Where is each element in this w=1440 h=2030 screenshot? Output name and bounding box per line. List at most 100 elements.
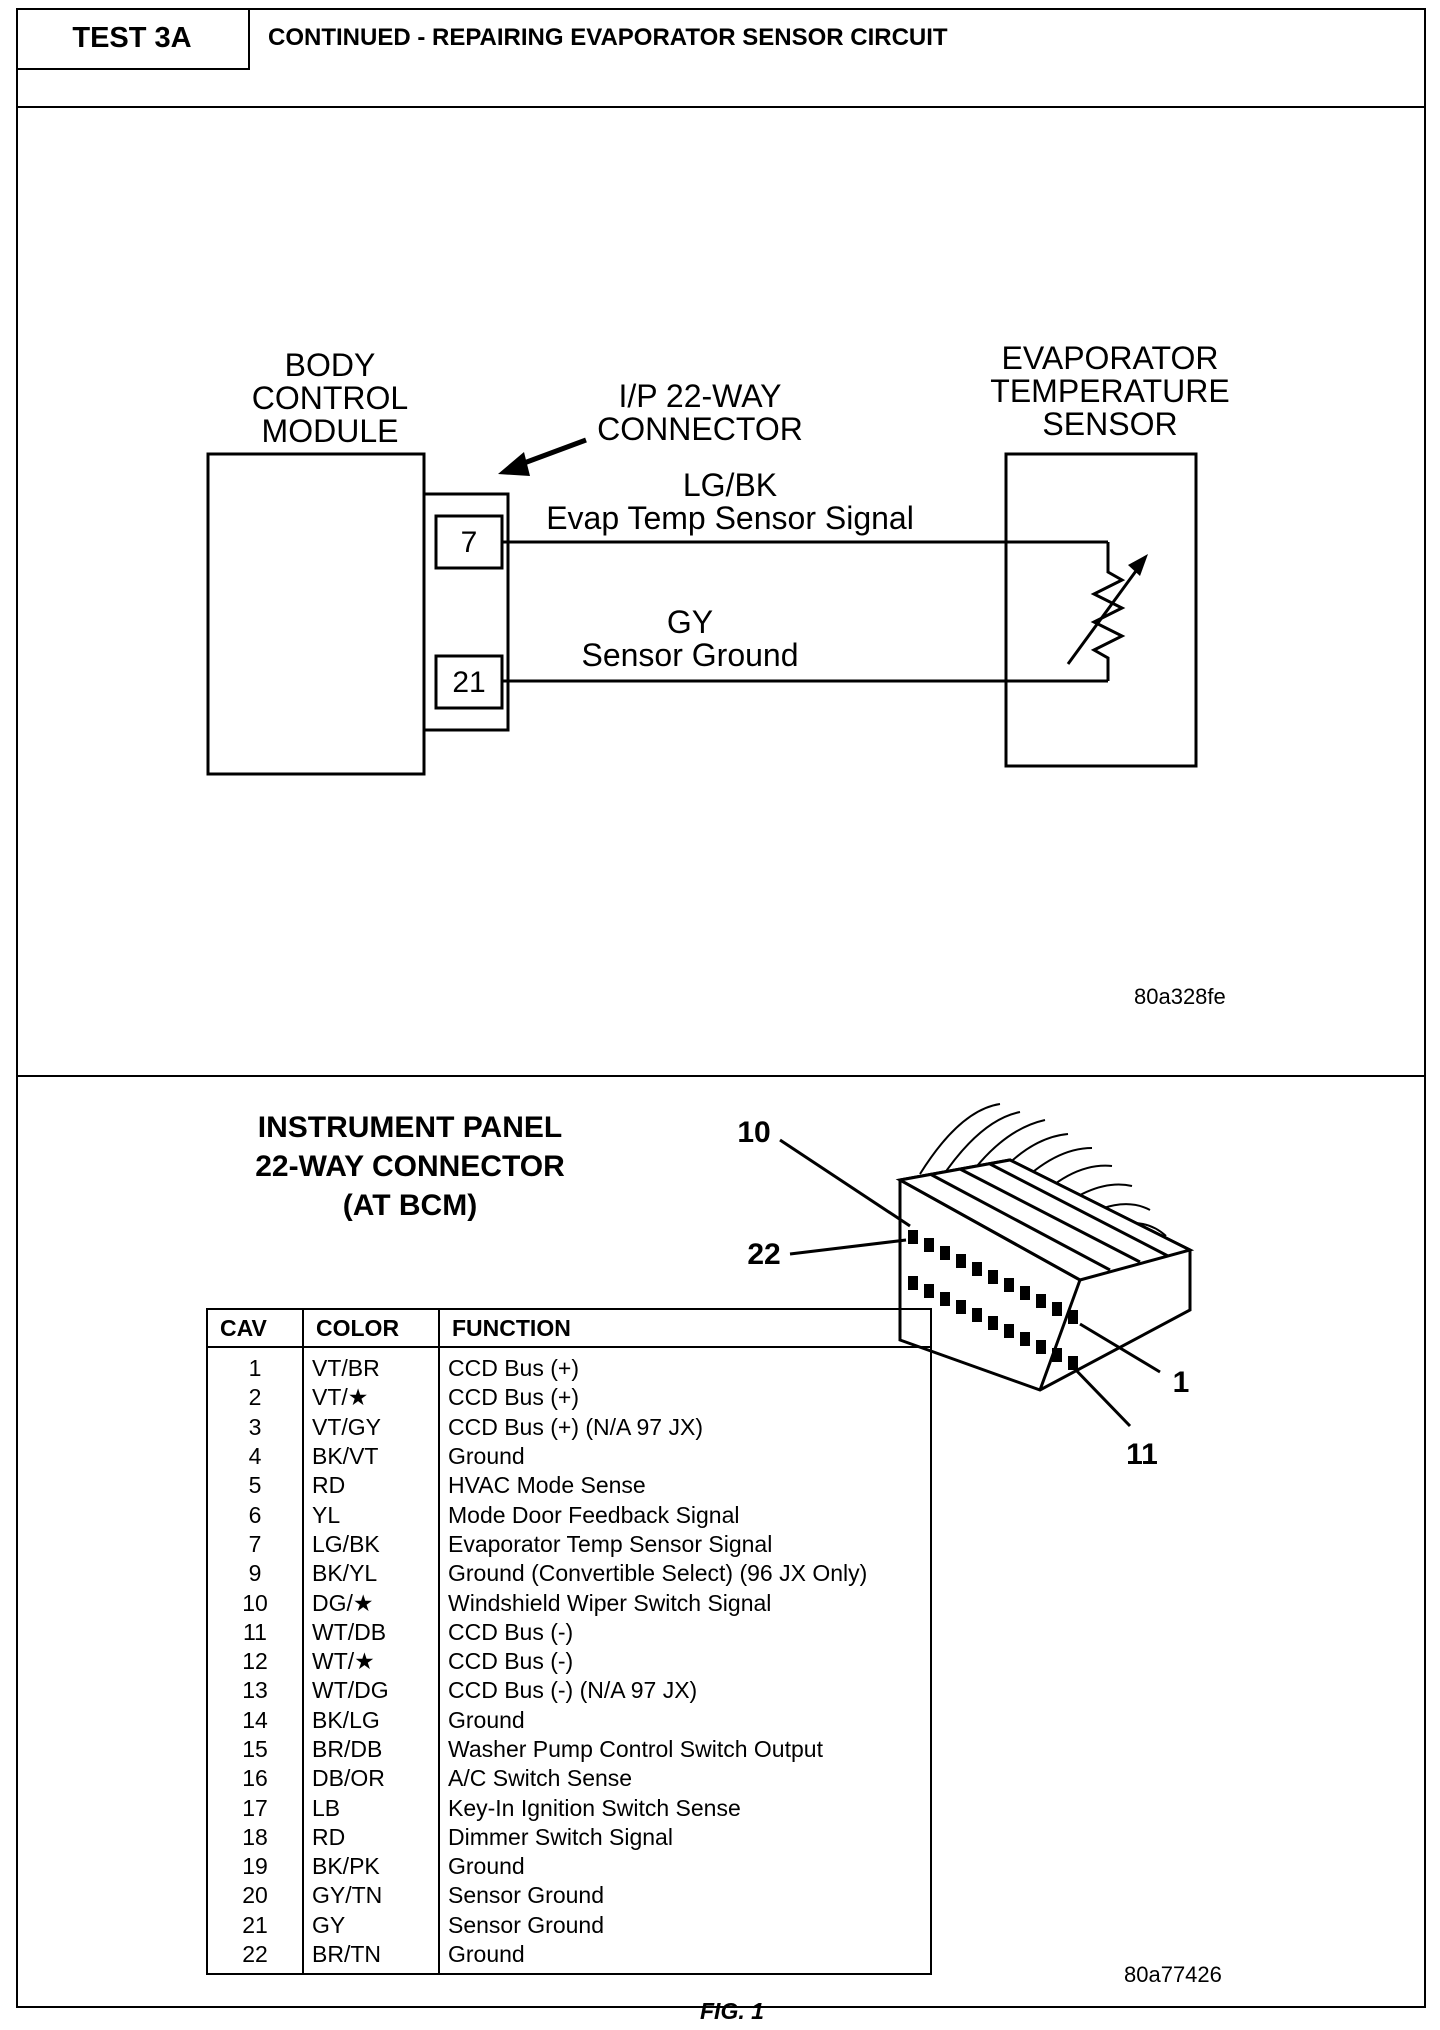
- cell-cav: 11: [207, 1617, 304, 1647]
- cell-cav: 5: [207, 1471, 304, 1501]
- cell-cav: 10: [207, 1588, 304, 1618]
- cell-function: Evaporator Temp Sensor Signal: [448, 1530, 773, 1557]
- cell-function: Windshield Wiper Switch Signal: [448, 1589, 772, 1616]
- cell-function: Ground: [448, 1941, 525, 1968]
- cell-color: BR/DB: [303, 1734, 440, 1765]
- header-function: FUNCTION: [439, 1309, 931, 1348]
- test-label: TEST 3A: [16, 8, 250, 70]
- wire-ground-label: GY Sensor Ground: [581, 604, 799, 673]
- header-divider: [16, 106, 1426, 108]
- callout-22: 22: [747, 1238, 781, 1271]
- callout-11: 11: [1126, 1438, 1158, 1471]
- variable-arrowhead: [1128, 554, 1148, 576]
- cell-color: GY: [303, 1910, 440, 1940]
- cell-cav: 15: [207, 1734, 304, 1765]
- cell-function: CCD Bus (+): [448, 1384, 579, 1411]
- cell-color: LG/BK: [303, 1529, 440, 1560]
- connector-image-code: 80a77426: [1124, 1962, 1222, 1987]
- cell-color: BR/TN: [303, 1939, 440, 1975]
- bcm-label: BODY CONTROL MODULE: [251, 347, 409, 449]
- cell-color: YL: [303, 1500, 440, 1530]
- cell-function: Ground (Convertible Select) (96 JX Only): [448, 1560, 868, 1587]
- cell-color: VT/GY: [303, 1412, 440, 1442]
- wiring-diagram: [206, 437, 1198, 776]
- callout-10: 10: [737, 1116, 771, 1149]
- cell-function: CCD Bus (-): [448, 1648, 574, 1675]
- cell-color: GY/TN: [303, 1881, 440, 1911]
- cell-cav: 1: [207, 1347, 304, 1384]
- cell-cav: 20: [207, 1881, 304, 1911]
- cell-function: CCD Bus (-) (N/A 97 JX): [448, 1677, 698, 1704]
- cell-function: A/C Switch Sense: [448, 1765, 633, 1792]
- cell-cav: 21: [207, 1910, 304, 1940]
- section-divider: [16, 1075, 1426, 1077]
- cell-function: CCD Bus (-): [448, 1618, 574, 1645]
- cell-cav: 12: [207, 1646, 304, 1677]
- cell-color: DG/★: [303, 1588, 440, 1618]
- cell-function: Ground: [448, 1706, 525, 1733]
- cell-color: VT/BR: [303, 1347, 440, 1384]
- cell-function: CCD Bus (+) (N/A 97 JX): [448, 1413, 703, 1440]
- cell-color: WT/DG: [303, 1676, 440, 1706]
- callout-1: 1: [1172, 1366, 1190, 1399]
- pin-cavities: [908, 1230, 1078, 1370]
- cell-function: Sensor Ground: [448, 1911, 604, 1938]
- pin-21-label: 21: [452, 666, 486, 699]
- sensor-label: EVAPORATOR TEMPERATURE SENSOR: [990, 340, 1230, 442]
- cell-cav: 18: [207, 1822, 304, 1853]
- figure-label: FIG. 1: [700, 1998, 764, 2024]
- cell-function: Mode Door Feedback Signal: [448, 1501, 740, 1528]
- page-frame: [16, 8, 1426, 2008]
- cell-function: Washer Pump Control Switch Output: [448, 1736, 823, 1762]
- cell-function: Key-In Ignition Switch Sense: [448, 1794, 741, 1821]
- cell-function: Ground: [448, 1853, 525, 1880]
- cell-function: Ground: [448, 1443, 525, 1470]
- connector-pointer-arrowhead: [498, 452, 530, 476]
- cell-cav: 7: [207, 1529, 304, 1560]
- connector-section-title: INSTRUMENT PANEL 22-WAY CONNECTOR (AT BC…: [255, 1111, 565, 1222]
- cell-cav: 17: [207, 1793, 304, 1823]
- diagram-image-code: 80a328fe: [1134, 984, 1226, 1009]
- sensor-box: [1004, 452, 1198, 768]
- cell-cav: 3: [207, 1412, 304, 1442]
- cell-color: BK/VT: [303, 1441, 440, 1472]
- variable-arrow: [1066, 559, 1146, 665]
- cell-function: CCD Bus (+): [448, 1355, 579, 1382]
- cell-cav: 4: [207, 1441, 304, 1472]
- cell-color: DB/OR: [303, 1764, 440, 1794]
- cell-color: BK/LG: [303, 1705, 440, 1735]
- cell-color: BK/YL: [303, 1559, 440, 1589]
- header-color: COLOR: [303, 1309, 440, 1348]
- cell-function: Dimmer Switch Signal: [448, 1823, 673, 1850]
- cell-cav: 16: [207, 1764, 304, 1794]
- cell-color: BK/PK: [303, 1852, 440, 1882]
- latch-ribs: [929, 1162, 1169, 1272]
- cell-function: Sensor Ground: [448, 1882, 604, 1909]
- cell-cav: 9: [207, 1559, 304, 1589]
- cell-cav: 22: [207, 1939, 304, 1975]
- cell-color: LB: [303, 1793, 440, 1823]
- bcm-box: [206, 452, 426, 776]
- callout-lines: [779, 1138, 1161, 1428]
- cell-color: WT/★: [303, 1646, 440, 1677]
- cell-cav: 6: [207, 1500, 304, 1530]
- pin-7-label: 7: [460, 526, 478, 559]
- connector-illustration: [779, 1103, 1195, 1428]
- pin-table-header: CAV COLOR FUNCTION: [207, 1309, 931, 1348]
- cell-cav: 14: [207, 1705, 304, 1735]
- cell-color: RD: [303, 1822, 440, 1853]
- cell-function: HVAC Mode Sense: [448, 1472, 646, 1499]
